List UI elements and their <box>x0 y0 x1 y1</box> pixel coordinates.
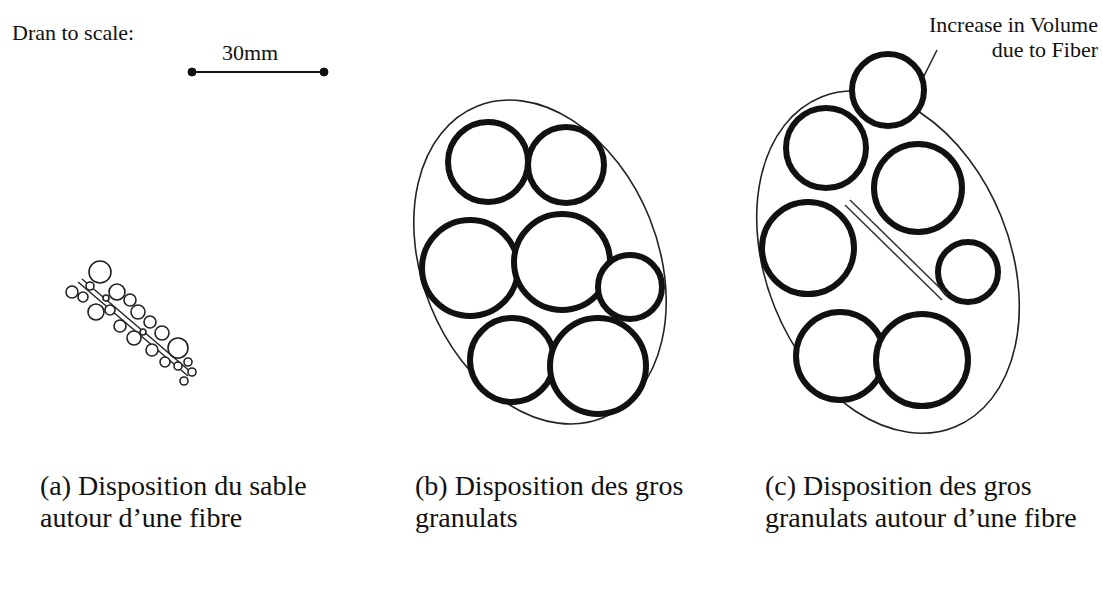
scale-value: 30mm <box>222 40 302 65</box>
figure-caption: (c) Disposition des gros granulats autou… <box>765 470 1085 534</box>
scale-label: Dran to scale: <box>12 20 192 45</box>
callout-note: Increase in Volume due to Fiber <box>898 12 1098 63</box>
coarse-aggregates <box>368 62 713 462</box>
sand-around-fiber <box>66 261 196 385</box>
scale-bar <box>188 68 328 76</box>
figure-caption: (b) Disposition des gros granulats <box>415 470 697 534</box>
figure-caption: (a) Disposition du sable autour d’une fi… <box>40 470 360 534</box>
coarse-aggregates-with-fiber <box>708 50 1068 473</box>
